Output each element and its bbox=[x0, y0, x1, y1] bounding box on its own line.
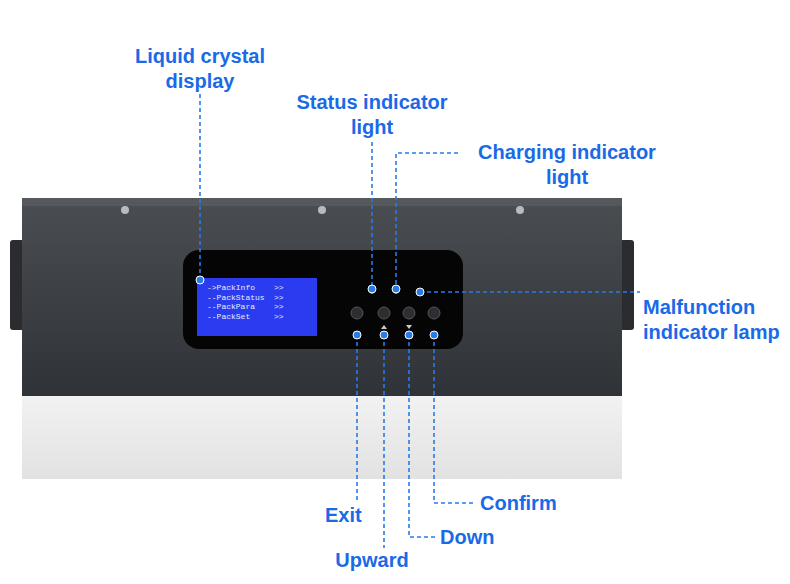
side-handle bbox=[10, 240, 24, 330]
screw bbox=[318, 206, 326, 214]
callout-label: Down bbox=[440, 525, 520, 550]
lcd-menu-item: --PackPara bbox=[207, 302, 277, 311]
down-button bbox=[403, 307, 415, 319]
lcd-menu-item: --PackStatus bbox=[207, 293, 277, 302]
confirm-button bbox=[428, 307, 440, 319]
callout-label: Exit bbox=[325, 503, 385, 528]
callout-label: Confirm bbox=[480, 491, 580, 516]
exit-button bbox=[351, 307, 363, 319]
side-handle bbox=[620, 240, 634, 330]
up-button bbox=[378, 307, 390, 319]
lcd-arrow: >> bbox=[274, 283, 294, 292]
screw bbox=[121, 206, 129, 214]
callout-label: Malfunction indicator lamp bbox=[643, 295, 788, 345]
callout-label: Status indicator light bbox=[282, 90, 462, 140]
lcd-screen bbox=[197, 278, 317, 336]
callout-label: Liquid crystal display bbox=[115, 44, 285, 94]
lcd-arrow: >> bbox=[274, 293, 294, 302]
lcd-menu-item: --PackSet bbox=[207, 312, 277, 321]
up-symbol bbox=[381, 325, 387, 329]
callout-label: Charging indicator light bbox=[462, 140, 672, 190]
down-symbol bbox=[406, 325, 412, 329]
lower-housing bbox=[22, 395, 622, 479]
callout-label: Upward bbox=[322, 548, 422, 573]
lcd-arrow: >> bbox=[274, 312, 294, 321]
lcd-arrow: >> bbox=[274, 302, 294, 311]
lcd-menu-item: ->PackInfo bbox=[207, 283, 277, 292]
leader-dots bbox=[196, 276, 438, 339]
front-panel bbox=[183, 250, 463, 349]
housing-edge bbox=[22, 198, 622, 206]
screw bbox=[516, 206, 524, 214]
upper-housing bbox=[22, 198, 622, 396]
